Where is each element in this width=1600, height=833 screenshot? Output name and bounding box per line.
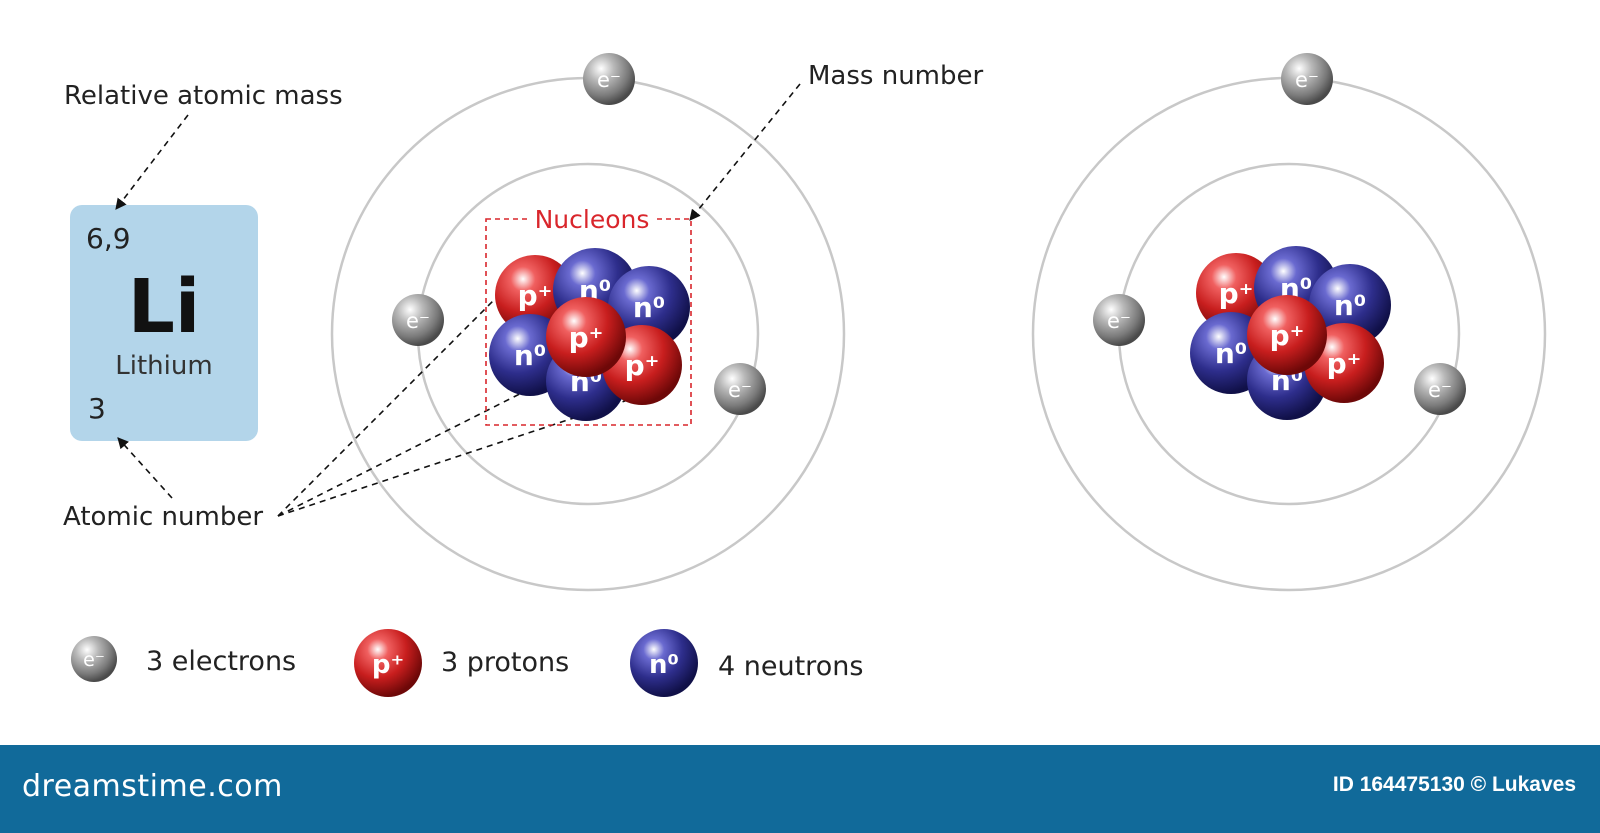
proton-label: p⁺: [372, 650, 404, 680]
image-credit: ID 164475130 © Lukaves: [1332, 773, 1576, 796]
atomic-number-label: Atomic number: [63, 502, 263, 532]
atomic-number-arrow: [117, 437, 173, 499]
electron: e⁻: [392, 294, 444, 346]
neutron: n⁰: [1309, 264, 1391, 346]
proton-label: p⁺: [518, 279, 553, 312]
legend-neutron-icon: n⁰: [630, 629, 698, 697]
footer-bar: dreamstime.com ID 164475130 © Lukaves: [0, 745, 1600, 833]
neutron-label: n⁰: [514, 339, 546, 372]
dreamstime-logo[interactable]: dreamstime.com: [22, 769, 283, 804]
electron-label: e⁻: [1107, 309, 1131, 333]
relative-atomic-mass-value: 6,9: [86, 222, 131, 255]
mass-number-label: Mass number: [808, 61, 984, 91]
lithium-atom-diagram: 6,9 Li Lithium 3 Relative atomic mass Ma…: [63, 53, 1547, 697]
proton-label: p⁺: [569, 321, 604, 354]
legend-proton-icon: p⁺: [354, 629, 422, 697]
proton: p⁺: [546, 297, 626, 377]
proton-pointer-arrow: [277, 361, 584, 517]
right-nucleus: p⁺ n⁰ n⁰ n⁰ n⁰ p⁺ p⁺: [1190, 246, 1391, 420]
proton-label: p⁺: [625, 349, 660, 382]
electron: e⁻: [1093, 294, 1145, 346]
electron: e⁻: [1414, 363, 1466, 415]
electron-label: e⁻: [597, 68, 621, 92]
neutron-label: n⁰: [633, 291, 665, 324]
neutron-label: n⁰: [1334, 289, 1366, 322]
legend: e⁻ 3 electrons p⁺ 3 protons n⁰ 4 neutron…: [71, 629, 863, 697]
element-card: 6,9 Li Lithium 3: [70, 205, 258, 441]
legend-electrons-text: 3 electrons: [146, 646, 296, 677]
proton-label: p⁺: [1270, 319, 1305, 352]
neutron-label: n⁰: [1215, 337, 1247, 370]
electron-label: e⁻: [728, 378, 752, 402]
nucleons-label-backdrop: [530, 204, 654, 234]
element-symbol: Li: [128, 264, 201, 350]
relative-atomic-mass-arrow: [115, 114, 189, 210]
proton: p⁺: [1247, 295, 1327, 375]
electron: e⁻: [1281, 53, 1333, 105]
relative-atomic-mass-label: Relative atomic mass: [64, 81, 343, 111]
electron-label: e⁻: [1428, 378, 1452, 402]
proton-label: p⁺: [1327, 347, 1362, 380]
element-card-background: [70, 205, 258, 441]
left-nucleus: p⁺ n⁰ n⁰ n⁰ n⁰ p⁺ p⁺: [489, 248, 690, 421]
electron-label: e⁻: [406, 309, 430, 333]
electron-label: e⁻: [1295, 68, 1319, 92]
neutron-label: n⁰: [649, 650, 679, 680]
proton-label: p⁺: [1219, 277, 1254, 310]
electron: e⁻: [714, 363, 766, 415]
mass-number-arrow: [689, 83, 801, 221]
element-name: Lithium: [115, 351, 212, 381]
atomic-number-value: 3: [88, 392, 106, 425]
electron-label: e⁻: [83, 649, 105, 671]
proton-pointer-arrow: [277, 279, 515, 517]
electron: e⁻: [583, 53, 635, 105]
nucleons-label: Nucleons: [535, 205, 650, 234]
legend-electron-icon: e⁻: [71, 636, 117, 682]
legend-protons-text: 3 protons: [441, 647, 569, 678]
legend-neutrons-text: 4 neutrons: [718, 651, 863, 682]
